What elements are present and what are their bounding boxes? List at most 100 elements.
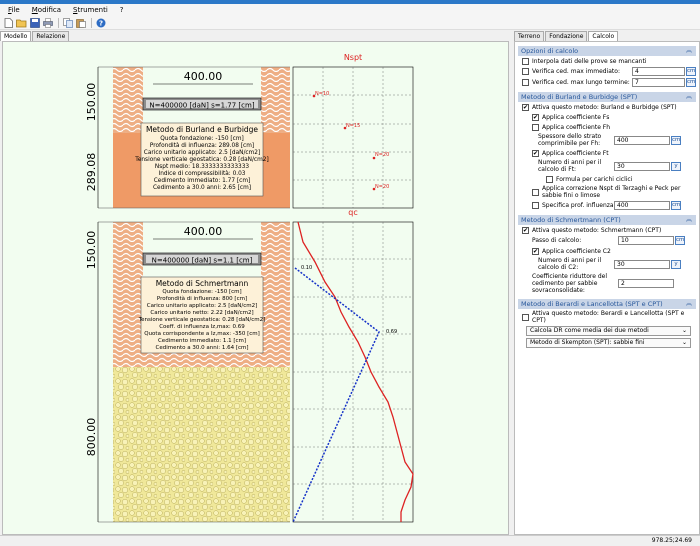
menu-tools[interactable]: Strumenti: [73, 6, 108, 14]
ft-checkbox[interactable]: [532, 149, 539, 157]
burland-activate-checkbox[interactable]: [522, 103, 529, 111]
dr-method-select[interactable]: Calcola DR come media dei due metodi⌄: [526, 326, 691, 336]
ft-years-input[interactable]: 30: [614, 161, 670, 171]
save-icon[interactable]: [29, 17, 40, 28]
skempton-method-select[interactable]: Metodo di Skempton (SPT): sabbie fini ⌄: [526, 338, 691, 348]
toolbar-separator: [91, 17, 92, 28]
top-width-label: 400.00: [184, 70, 223, 83]
bottom-depth2-label: 800.00: [85, 418, 98, 457]
menu-edit[interactable]: Modifica: [31, 6, 61, 14]
top-depth2-label: 289.08: [85, 153, 98, 192]
berardi-header[interactable]: Metodo di Berardi e Lancellotta (SPT e C…: [518, 299, 696, 309]
longterm-check-checkbox[interactable]: [522, 79, 529, 86]
immediate-max-input[interactable]: 4: [632, 67, 685, 76]
influence-depth-input[interactable]: 400: [614, 201, 670, 210]
ft-years-label: Numero di anni per il calcolo di Ft:: [538, 159, 602, 173]
chevron-up-icon[interactable]: ︽: [685, 300, 692, 307]
svg-text:N=15: N=15: [346, 123, 360, 129]
nspt-chart: Nspt N=10 N=15 N=20 N=20: [292, 53, 414, 209]
unit-year-button[interactable]: y: [671, 161, 681, 171]
bottom-depth1-label: 150.00: [85, 231, 98, 270]
schmertmann-activate-checkbox[interactable]: [522, 226, 529, 234]
nspt-point: [343, 126, 347, 130]
open-folder-icon[interactable]: [16, 17, 27, 28]
unit-cm-button[interactable]: cm: [671, 201, 681, 210]
options-section: Opzioni di calcolo ︽ Interpola dati delle…: [518, 46, 696, 88]
svg-text:Nspt medio: 18.3333333333333: Nspt medio: 18.3333333333333: [155, 164, 249, 170]
foundation-top-fill: [146, 100, 258, 108]
svg-text:Quota corrispondente a Iz,max:: Quota corrispondente a Iz,max: -350 [cm]: [144, 331, 260, 337]
unit-cm-button[interactable]: cm: [675, 236, 685, 245]
interpolate-label: Interpola dati delle prove se mancanti: [532, 57, 647, 65]
window-titlebar: [0, 0, 700, 4]
fh-checkbox[interactable]: [532, 123, 539, 131]
terzaghi-checkbox[interactable]: [532, 188, 539, 196]
svg-text:Tensione verticale geostatica:: Tensione verticale geostatica: 0.28 [daN…: [134, 157, 268, 163]
svg-text:0.10: 0.10: [301, 265, 312, 271]
berardi-activate-label: Attiva questo metodo: Berardi e Lancello…: [532, 310, 685, 324]
svg-text:Quota fondazione: -150 [cm]: Quota fondazione: -150 [cm]: [162, 289, 241, 295]
thickness-input[interactable]: 400: [614, 135, 670, 145]
tab-foundation[interactable]: Fondazione: [545, 31, 588, 41]
paste-icon[interactable]: [75, 17, 86, 28]
svg-text:Carico unitario applicato: 2.5: Carico unitario applicato: 2.5 [daN/cm2]: [147, 303, 258, 309]
influence-depth-checkbox[interactable]: [532, 202, 539, 209]
svg-text:Tensione verticale geostatica:: Tensione verticale geostatica: 0.28 [daN…: [138, 317, 266, 323]
unit-cm-button[interactable]: cm: [671, 135, 681, 145]
tab-calc[interactable]: Calcolo: [588, 31, 619, 41]
interpolate-checkbox[interactable]: [522, 57, 529, 65]
bottom-load-label: N=400000 [daN] s=1.1 [cm]: [152, 257, 253, 265]
schmertmann-header[interactable]: Metodo di Schmertmann (CPT) ︽: [518, 215, 696, 225]
unit-year-button[interactable]: y: [671, 259, 681, 269]
options-header[interactable]: Opzioni di calcolo ︽: [518, 46, 696, 56]
schmertmann-header-label: Metodo di Schmertmann (CPT): [521, 216, 621, 224]
ft-label: Applica coefficiente Ft: [542, 149, 609, 157]
menu-file[interactable]: File: [8, 6, 20, 14]
qc-title: qc: [348, 208, 357, 217]
foundation-bottom-fill: [146, 255, 258, 263]
nspt-point: [312, 94, 316, 98]
svg-text:Quota fondazione: -150 [cm]: Quota fondazione: -150 [cm]: [160, 136, 244, 142]
help-icon[interactable]: ?: [95, 17, 106, 28]
menu-bar: File Modifica Strumenti ?: [0, 4, 700, 16]
cyclic-checkbox[interactable]: [546, 175, 553, 183]
berardi-header-label: Metodo di Berardi e Lancellotta (SPT e C…: [521, 300, 663, 308]
options-header-label: Opzioni di calcolo: [521, 47, 579, 55]
reduction-coef-input[interactable]: 2: [618, 279, 674, 288]
c2-years-input[interactable]: 30: [614, 259, 670, 269]
step-input[interactable]: 10: [618, 236, 674, 245]
new-file-icon[interactable]: [3, 17, 14, 28]
iz-diagram-line: [292, 267, 380, 523]
top-depth1-label: 150.00: [85, 83, 98, 122]
influence-depth-label: Specifica prof. influenza: [542, 202, 614, 209]
tab-model[interactable]: Modello: [0, 31, 32, 41]
c2-years-label: Numero di anni per il calcolo di C2:: [538, 257, 602, 271]
svg-text:Nspt: Nspt: [344, 53, 362, 62]
berardi-activate-checkbox[interactable]: [522, 313, 529, 321]
svg-text:Metodo di Burland e Burbidge: Metodo di Burland e Burbidge: [146, 125, 258, 134]
immediate-check-label: Verifica ced. max immediato:: [532, 68, 620, 75]
dr-method-value: Calcola DR come media dei due metodi: [530, 327, 649, 334]
bottom-width-label: 400.00: [184, 225, 223, 238]
print-icon[interactable]: [42, 17, 53, 28]
chevron-up-icon[interactable]: ︽: [685, 47, 692, 54]
c2-checkbox[interactable]: [532, 247, 539, 255]
chevron-up-icon[interactable]: ︽: [685, 93, 692, 100]
tab-soil[interactable]: Terreno: [514, 31, 545, 41]
burland-section: Metodo di Burland e Burbidge (SPT)︽ Atti…: [518, 92, 696, 211]
chevron-down-icon: ⌄: [681, 339, 687, 346]
burland-header[interactable]: Metodo di Burland e Burbidge (SPT)︽: [518, 92, 696, 102]
chevron-up-icon[interactable]: ︽: [685, 216, 692, 223]
fs-checkbox[interactable]: [532, 113, 539, 121]
skempton-method-value: Metodo di Skempton (SPT): sabbie fini: [530, 339, 645, 346]
menu-help[interactable]: ?: [119, 6, 124, 14]
svg-text:Metodo di Schmertmann: Metodo di Schmertmann: [156, 279, 249, 288]
unit-cm-button[interactable]: cm: [686, 78, 696, 87]
tab-report[interactable]: Relazione: [32, 31, 70, 41]
drawing-canvas[interactable]: N=400000 [daN] s=1.77 [cm] 400.00 150.00…: [2, 41, 509, 535]
copy-icon[interactable]: [62, 17, 73, 28]
svg-text:N=20: N=20: [375, 152, 389, 158]
longterm-max-input[interactable]: 7: [632, 78, 685, 87]
unit-cm-button[interactable]: cm: [686, 67, 696, 76]
immediate-check-checkbox[interactable]: [522, 68, 529, 75]
